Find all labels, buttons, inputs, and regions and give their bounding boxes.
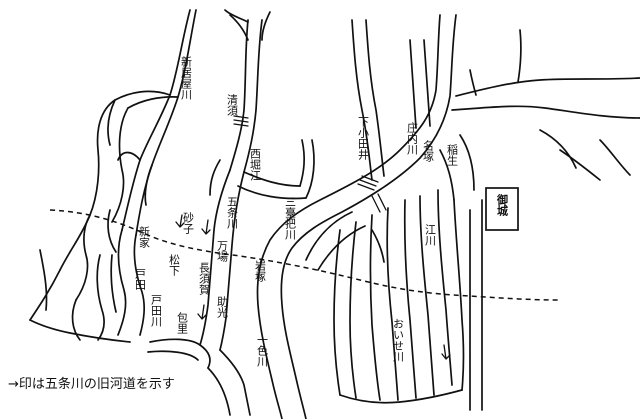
flow-arrow-icon	[441, 344, 451, 360]
label-sankyo-gawa: 三臺把川	[284, 196, 297, 240]
kiyosu-gojo-system	[147, 9, 315, 416]
label-oise-gawa: おいせ川	[392, 318, 405, 362]
label-isshiki-gawa: 一色川	[256, 334, 269, 367]
label-shinkoya-gawa: 新居屋川	[180, 55, 193, 100]
label-manba: 万場	[216, 240, 229, 263]
shinkoya-river-system	[29, 9, 197, 343]
label-matsushita: 松下	[168, 253, 181, 277]
label-nishibori-e: 西堀江	[249, 148, 262, 181]
southeast-rivers	[305, 189, 483, 411]
label-kiyosu: 清須	[226, 94, 239, 117]
label-nazuka: 名塚	[422, 139, 435, 162]
label-e-gawa: 江川	[424, 224, 437, 246]
label-todagawa-a: 戸田	[134, 268, 147, 290]
label-iwatsuka: 岩塚	[254, 259, 267, 282]
label-nagasuka: 長須賀	[198, 262, 211, 296]
flow-arrow-icon	[175, 214, 185, 228]
castle-box-icon	[485, 187, 519, 231]
label-sunako: 砂子	[182, 212, 195, 234]
label-sukemitsu: 助光	[216, 295, 229, 319]
label-shonai-gawa: 庄内川	[406, 121, 419, 155]
label-shimo-otai: 下小田井	[357, 116, 370, 161]
label-pouri: 包里	[176, 312, 189, 334]
label-gojo-gawa: 五条川	[226, 196, 239, 229]
label-shinke: 新家	[138, 225, 151, 248]
old-river-course-line	[49, 209, 561, 301]
flow-arrow-icon	[197, 304, 207, 320]
flow-arrow-icon	[201, 219, 211, 235]
label-inaho: 稲生	[446, 144, 459, 166]
map-caption: →印は五条川の旧河道を示す	[8, 376, 175, 392]
label-todagawa-b: 戸田川	[150, 294, 163, 327]
label-gojo-castle: 御城	[496, 193, 510, 217]
shonai-river	[256, 14, 640, 419]
